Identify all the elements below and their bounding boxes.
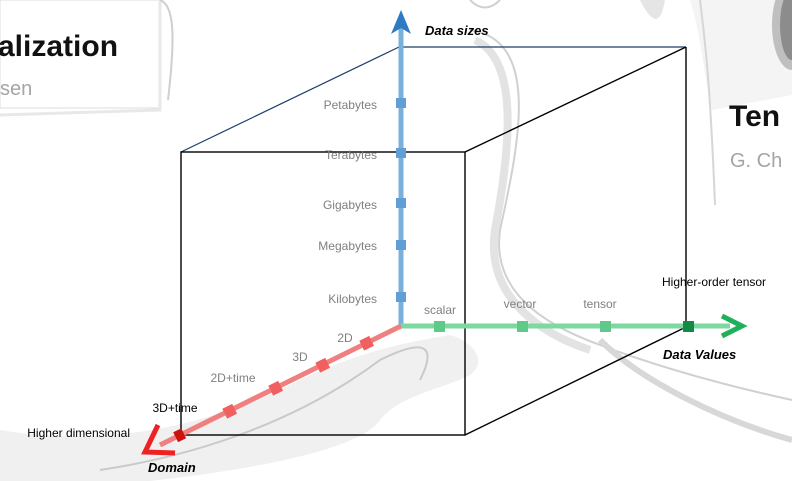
- tick-higher-order-tensor: [683, 321, 694, 332]
- label-3d-time: 3D+time: [152, 401, 197, 415]
- label-scalar: scalar: [424, 303, 456, 317]
- label-higher-order-tensor: Higher-order tensor: [662, 275, 766, 289]
- tick-scalar: [434, 321, 445, 332]
- label-tensor: tensor: [583, 297, 616, 311]
- tick-vector: [517, 321, 528, 332]
- tick-2d: [359, 335, 375, 351]
- label-terabytes: Terabytes: [325, 148, 377, 162]
- label-2d-time: 2D+time: [210, 371, 255, 385]
- domain-arrowhead: [141, 423, 176, 456]
- domain-title: Domain: [148, 460, 196, 475]
- left-slide-subtitle: sen: [0, 78, 33, 100]
- label-gigabytes: Gigabytes: [323, 198, 377, 212]
- domain-axis-line: [158, 323, 403, 448]
- diagram-labels: Data sizes Data Values Domain Petabytes …: [27, 23, 766, 475]
- tick-higher-dimensional: [173, 428, 187, 443]
- label-kilobytes: Kilobytes: [328, 292, 377, 306]
- tick-megabytes: [396, 240, 406, 250]
- tick-gigabytes: [396, 198, 406, 208]
- cube-back-edges: [180, 46, 687, 436]
- tick-tensor: [600, 321, 611, 332]
- left-slide-title: alization: [0, 30, 119, 63]
- data-values-axis: [401, 313, 748, 339]
- tick-kilobytes: [396, 292, 406, 302]
- data-sizes-title: Data sizes: [425, 23, 489, 38]
- tick-3d-time: [222, 403, 238, 419]
- cube-edge-bottom-right: [464, 326, 687, 436]
- right-slide-title: Ten: [729, 100, 781, 133]
- right-slide-subtitle: G. Ch: [730, 150, 783, 172]
- label-higher-dimensional: Higher dimensional: [27, 426, 130, 440]
- label-3d: 3D: [292, 350, 308, 364]
- label-megabytes: Megabytes: [318, 239, 377, 253]
- tick-3d: [315, 357, 331, 373]
- tick-2d-time: [268, 380, 284, 396]
- domain-axis: [141, 323, 403, 456]
- data-values-arrowhead: [720, 313, 748, 339]
- label-2d: 2D: [337, 331, 353, 345]
- data-sizes-axis: [391, 10, 411, 326]
- cube-front-face: [180, 151, 466, 436]
- data-sizes-arrowhead: [391, 10, 411, 34]
- label-petabytes: Petabytes: [324, 98, 377, 112]
- cube-edge-top-right: [464, 46, 687, 153]
- tick-terabytes: [396, 148, 406, 158]
- label-vector: vector: [504, 297, 537, 311]
- cube-edge-back-left: [180, 46, 400, 153]
- tick-petabytes: [396, 98, 406, 108]
- data-values-title: Data Values: [663, 347, 736, 362]
